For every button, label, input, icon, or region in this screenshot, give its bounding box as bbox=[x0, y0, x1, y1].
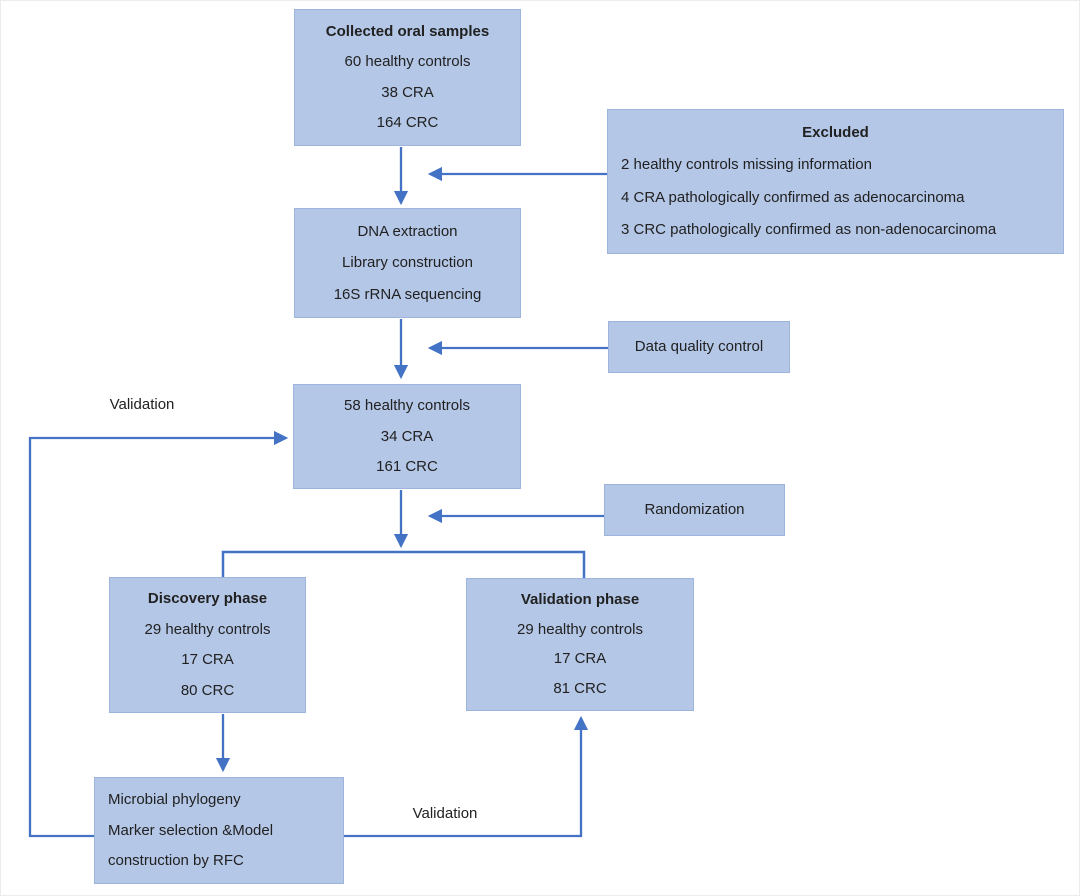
collected-samples-line: 38 CRA bbox=[381, 83, 434, 101]
split-connector-line bbox=[221, 550, 586, 579]
dna-processing-line: DNA extraction bbox=[357, 222, 458, 240]
randomization-label: Randomization bbox=[644, 501, 745, 518]
collected-samples-line: 60 healthy controls bbox=[344, 53, 471, 71]
model-construction-line: Microbial phylogeny bbox=[108, 790, 241, 808]
arrow-model-to-validation-phase bbox=[344, 715, 589, 838]
cohort-after-qc-box: 58 healthy controls 34 CRA 161 CRC bbox=[293, 384, 521, 489]
excluded-line: 2 healthy controls missing information bbox=[621, 156, 872, 174]
excluded-line: 4 CRA pathologically confirmed as adenoc… bbox=[621, 188, 965, 206]
validation-label-left: Validation bbox=[109, 396, 175, 413]
model-construction-box: Microbial phylogeny Marker selection &Mo… bbox=[94, 777, 344, 884]
discovery-phase-line: 80 CRC bbox=[180, 681, 235, 699]
validation-phase-line: 81 CRC bbox=[553, 680, 607, 698]
dna-processing-line: 16S rRNA sequencing bbox=[333, 285, 482, 303]
discovery-phase-box: Discovery phase 29 healthy controls 17 C… bbox=[109, 577, 306, 713]
model-construction-line: Marker selection &Model bbox=[108, 821, 274, 839]
excluded-line: 3 CRC pathologically confirmed as non-ad… bbox=[621, 220, 997, 238]
discovery-phase-line: 29 healthy controls bbox=[144, 620, 271, 638]
excluded-box: Excluded 2 healthy controls missing info… bbox=[607, 109, 1064, 254]
collected-samples-line: 164 CRC bbox=[376, 114, 439, 132]
model-construction-line: construction by RFC bbox=[108, 852, 244, 870]
dna-processing-box: DNA extraction Library construction 16S … bbox=[294, 208, 521, 318]
randomization-box: Randomization bbox=[604, 484, 785, 536]
dna-processing-line: Library construction bbox=[342, 254, 473, 271]
excluded-title: Excluded bbox=[802, 124, 869, 142]
data-quality-box: Data quality control bbox=[608, 321, 790, 373]
discovery-phase-title: Discovery phase bbox=[147, 590, 268, 608]
validation-label-bottom: Validation bbox=[412, 805, 478, 822]
validation-phase-line: 17 CRA bbox=[553, 650, 607, 668]
collected-samples-box: Collected oral samples 60 healthy contro… bbox=[294, 9, 521, 146]
cohort-line: 34 CRA bbox=[380, 427, 434, 445]
validation-phase-box: Validation phase 29 healthy controls 17 … bbox=[466, 578, 694, 711]
data-quality-label: Data quality control bbox=[634, 338, 764, 355]
cohort-line: 58 healthy controls bbox=[344, 397, 470, 415]
cohort-line: 161 CRC bbox=[376, 457, 438, 475]
discovery-phase-line: 17 CRA bbox=[181, 651, 234, 669]
validation-phase-line: 29 healthy controls bbox=[517, 620, 643, 638]
validation-phase-title: Validation phase bbox=[520, 590, 640, 608]
arrow-model-validation-to-cohort bbox=[28, 430, 289, 838]
collected-samples-title: Collected oral samples bbox=[325, 22, 490, 40]
